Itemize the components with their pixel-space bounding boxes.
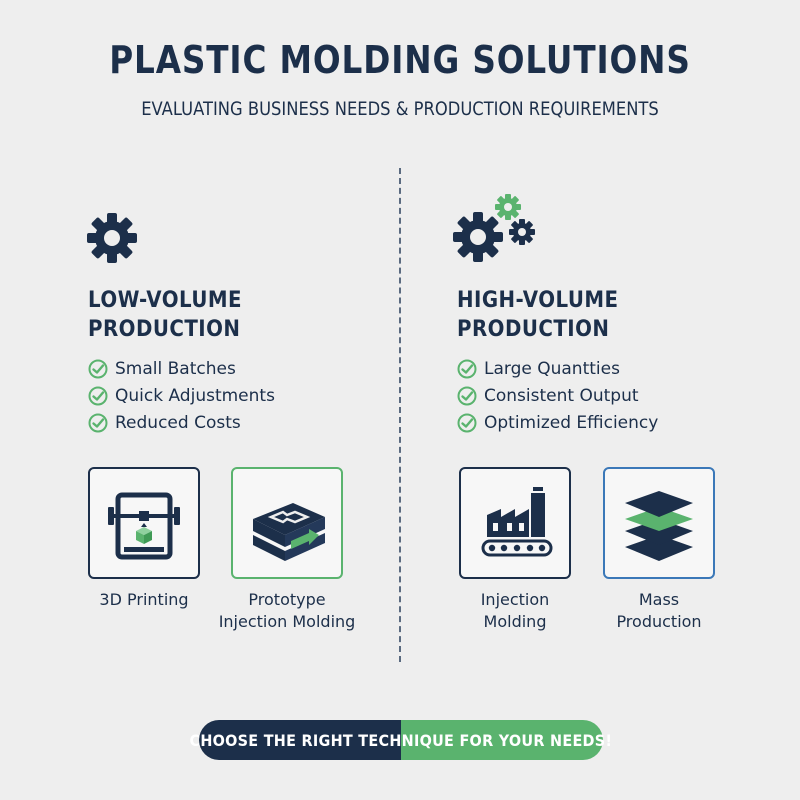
check-circle-icon	[457, 359, 477, 378]
card-label-injection-molding: Injection Molding	[435, 589, 595, 633]
card-label-line2: Injection Molding	[218, 612, 356, 631]
card-label-line1: Injection	[480, 590, 550, 609]
card-prototype-injection-molding	[231, 467, 343, 579]
list-item: Consistent Output	[457, 382, 658, 409]
card-label-line2: Production	[616, 612, 702, 631]
list-item-label: Quick Adjustments	[115, 385, 275, 406]
check-circle-icon	[457, 413, 477, 432]
list-item: Quick Adjustments	[88, 382, 275, 409]
list-item: Small Batches	[88, 355, 275, 382]
high-volume-heading-line2: PRODUCTION	[457, 317, 610, 342]
list-item: Large Quantties	[457, 355, 658, 382]
column-divider	[399, 168, 401, 662]
list-item: Reduced Costs	[88, 409, 275, 436]
high-volume-checklist: Large Quantties Consistent Output Optimi…	[457, 355, 658, 436]
check-circle-icon	[88, 413, 108, 432]
list-item-label: Reduced Costs	[115, 412, 241, 433]
gear-icon	[87, 213, 137, 263]
page-title: PLASTIC MOLDING SOLUTIONS	[109, 38, 691, 82]
card-label-prototype-injection-molding: Prototype Injection Molding	[207, 589, 367, 633]
check-circle-icon	[88, 386, 108, 405]
layers-icon	[625, 491, 693, 561]
cta-label: CHOOSE THE RIGHT TECHNIQUE FOR YOUR NEED…	[189, 730, 613, 750]
card-mass-production	[603, 467, 715, 579]
factory-icon	[481, 487, 553, 557]
card-label-line1: 3D Printing	[99, 590, 189, 609]
list-item-label: Optimized Efficiency	[484, 412, 659, 433]
cta-banner[interactable]: CHOOSE THE RIGHT TECHNIQUE FOR YOUR NEED…	[190, 720, 612, 760]
low-volume-heading: LOW-VOLUME PRODUCTION	[88, 286, 242, 344]
card-label-line1: Mass	[638, 590, 680, 609]
list-item-label: Small Batches	[115, 358, 236, 379]
page-subtitle: EVALUATING BUSINESS NEEDS & PRODUCTION R…	[141, 98, 659, 120]
low-volume-heading-line2: PRODUCTION	[88, 317, 241, 342]
card-label-3d-printing: 3D Printing	[64, 589, 224, 611]
low-volume-checklist: Small Batches Quick Adjustments Reduced …	[88, 355, 275, 436]
card-injection-molding	[459, 467, 571, 579]
high-volume-heading: HIGH-VOLUME PRODUCTION	[457, 286, 619, 344]
gears-icon	[453, 194, 535, 262]
check-circle-icon	[457, 386, 477, 405]
check-circle-icon	[88, 359, 108, 378]
card-label-line1: Prototype	[248, 590, 326, 609]
list-item: Optimized Efficiency	[457, 409, 658, 436]
card-3d-printing	[88, 467, 200, 579]
3d-printer-icon	[108, 492, 180, 560]
card-label-mass-production: Mass Production	[579, 589, 739, 633]
list-item-label: Consistent Output	[484, 385, 639, 406]
low-volume-heading-line1: LOW-VOLUME	[88, 288, 242, 313]
mold-block-icon	[253, 503, 325, 561]
high-volume-heading-line1: HIGH-VOLUME	[457, 288, 619, 313]
list-item-label: Large Quantties	[484, 358, 620, 379]
card-label-line2: Molding	[483, 612, 547, 631]
